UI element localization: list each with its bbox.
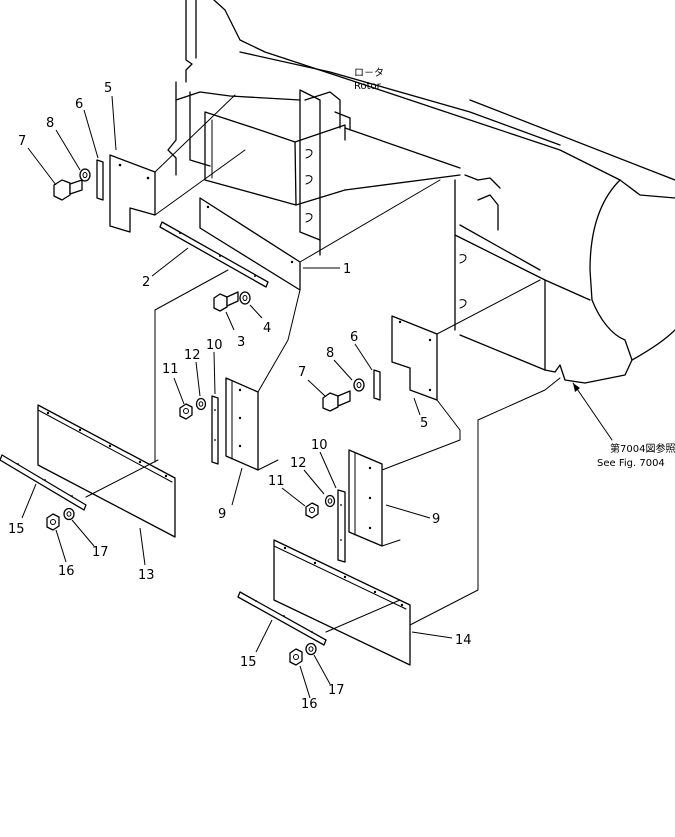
- washer-8-left: [79, 168, 91, 182]
- strip-10-right: [337, 489, 346, 563]
- lower-left-assembly: [0, 309, 176, 538]
- panel-14: [273, 539, 411, 666]
- callout-17-left: 17: [92, 545, 109, 560]
- strip-2: [159, 221, 269, 288]
- nut-16-right: [289, 648, 303, 666]
- callout-8-right: 8: [326, 346, 334, 361]
- callout-2: 2: [142, 275, 150, 290]
- rotor-label-jp: ロ－タ: [354, 67, 384, 79]
- callout-6-right: 6: [350, 330, 358, 345]
- strip-15-right: [237, 591, 327, 646]
- callout-9-right: 9: [432, 512, 440, 527]
- callout-5-right: 5: [420, 416, 428, 431]
- nut-16-left: [46, 513, 60, 531]
- callout-7-right: 7: [298, 365, 306, 380]
- annotations: ロ－タ Rotor 第7004図参照 See Fig. 7004: [354, 67, 675, 469]
- callout-12-left: 12: [184, 348, 201, 363]
- callout-15-right: 15: [240, 655, 257, 670]
- fig-ref-label: See Fig. 7004: [597, 458, 665, 469]
- callout-10-right: 10: [311, 438, 328, 453]
- washer-4: [239, 291, 251, 305]
- machine-body: [167, 0, 675, 384]
- part-callouts: 1 2 3 4 5 5 6 6 7 7 8 8 9 9 10 10 11 11 …: [8, 81, 472, 712]
- bolt-7-right: [322, 390, 351, 412]
- callout-6-left: 6: [75, 97, 83, 112]
- plate-9-right: [348, 449, 383, 547]
- figure-reference-arrow: [572, 382, 613, 441]
- plate-5-right: [391, 315, 438, 401]
- upper-left-assembly: [53, 94, 441, 312]
- callout-10-left: 10: [206, 338, 223, 353]
- shim-6-left: [96, 159, 104, 201]
- bolt-7-left: [53, 179, 83, 201]
- fig-ref-label-jp: 第7004図参照: [610, 442, 675, 455]
- right-assembly: [305, 279, 541, 563]
- callout-16-left: 16: [58, 564, 75, 579]
- callout-16-right: 16: [301, 697, 318, 712]
- center-assembly: [179, 289, 301, 471]
- washer-17-right: [305, 642, 317, 656]
- callout-14: 14: [455, 633, 472, 648]
- strip-10-left: [211, 395, 219, 465]
- panel-13: [37, 404, 176, 538]
- callout-12-right: 12: [290, 456, 307, 471]
- callout-4: 4: [263, 321, 271, 336]
- callout-9-left: 9: [218, 507, 226, 522]
- callout-7-left: 7: [18, 134, 26, 149]
- callout-17-right: 17: [328, 683, 345, 698]
- plate-9-left: [225, 377, 259, 471]
- nut-11-right: [305, 502, 319, 519]
- nut-11-left: [179, 403, 193, 420]
- callout-13: 13: [138, 568, 155, 583]
- callout-11-left: 11: [162, 362, 179, 377]
- lower-right-assembly: [237, 377, 561, 666]
- callout-15-left: 15: [8, 522, 25, 537]
- washer-12-right: [324, 494, 336, 508]
- callout-5-left: 5: [104, 81, 112, 96]
- plate-5-left: [109, 154, 156, 233]
- washer-17-left: [63, 507, 75, 521]
- callout-8-left: 8: [46, 116, 54, 131]
- rotor-label: Rotor: [354, 81, 382, 92]
- shim-6-right: [373, 369, 381, 401]
- callout-1: 1: [343, 262, 351, 277]
- leader-lines: [21, 95, 453, 699]
- bolt-3: [213, 291, 239, 312]
- callout-11-right: 11: [268, 474, 285, 489]
- washer-12-left: [195, 397, 207, 411]
- strip-15-left: [0, 454, 87, 511]
- washer-8-right: [353, 378, 365, 392]
- callout-3: 3: [237, 335, 245, 350]
